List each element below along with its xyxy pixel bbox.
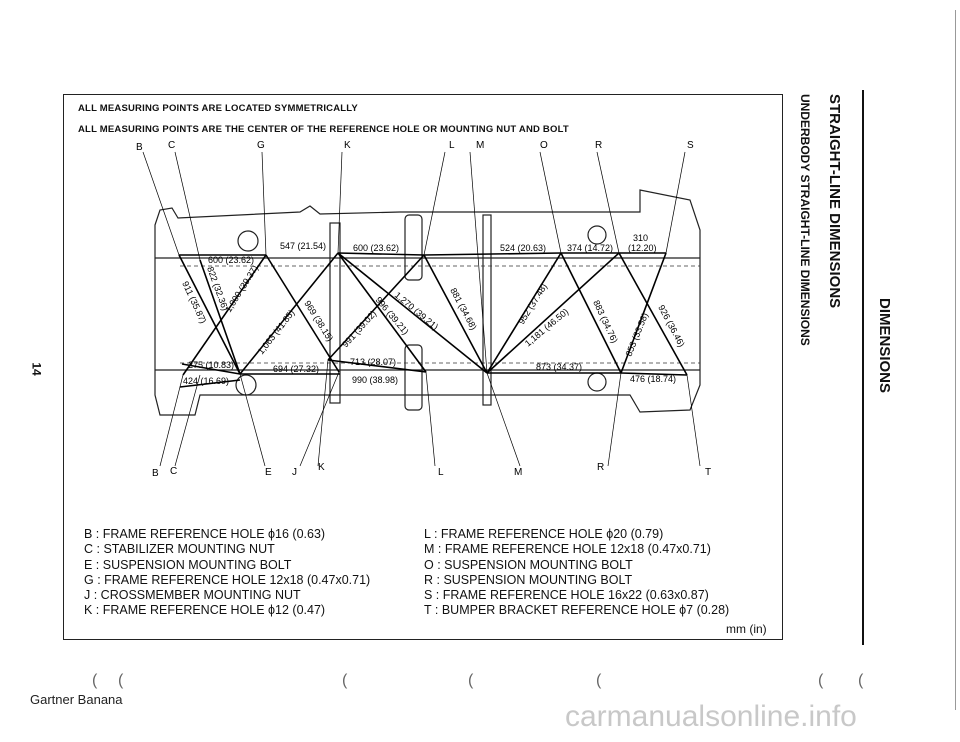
- legend-item: R : SUSPENSION MOUNTING BOLT: [424, 572, 633, 587]
- dimension-label: 275 (10.83): [188, 360, 234, 370]
- legend-item: C : STABILIZER MOUNTING NUT: [84, 542, 275, 557]
- dimension-label: 310: [633, 233, 648, 243]
- dimension-label: 952 (37.48): [516, 282, 549, 326]
- dimension-label: 547 (21.54): [280, 241, 326, 251]
- point-label: M: [514, 467, 522, 478]
- legend-item: B : FRAME REFERENCE HOLE ϕ16 (0.63): [84, 527, 326, 541]
- legend-right: L : FRAME REFERENCE HOLE ϕ20 (0.79) M : …: [424, 527, 729, 619]
- dimension-label: (12.20): [628, 243, 657, 253]
- legend-item: G : FRAME REFERENCE HOLE 12x18 (0.47x0.7…: [84, 572, 371, 587]
- legend-item: S : FRAME REFERENCE HOLE 16x22 (0.63x0.8…: [424, 588, 709, 603]
- point-label: T: [705, 467, 711, 478]
- unit-label: mm (in): [726, 622, 767, 636]
- note-symmetric: ALL MEASURING POINTS ARE LOCATED SYMMETR…: [78, 103, 358, 114]
- dimension-label: 524 (20.63): [500, 243, 546, 253]
- dimension-label: 694 (27.32): [273, 364, 319, 374]
- note-center: ALL MEASURING POINTS ARE THE CENTER OF T…: [78, 124, 569, 135]
- measurement-lines: [178, 252, 688, 388]
- point-label: J: [292, 467, 297, 478]
- dimension-label: 853 (33.58): [624, 311, 651, 357]
- bottom-point-labels: B C E J K L M R T: [152, 462, 711, 479]
- leader-lines: [142, 151, 701, 467]
- footer-text: Gartner Banana: [30, 692, 123, 707]
- point-label: K: [318, 462, 325, 473]
- legend-item: T : BUMPER BRACKET REFERENCE HOLE ϕ7 (0.…: [424, 603, 730, 618]
- point-label: C: [170, 466, 177, 477]
- legend-item: M : FRAME REFERENCE HOLE 12x18 (0.47x0.7…: [424, 542, 711, 557]
- dimension-label: 374 (14.72): [567, 243, 613, 253]
- divider: [955, 10, 956, 710]
- legend-left: B : FRAME REFERENCE HOLE ϕ16 (0.63) C : …: [84, 527, 370, 619]
- dimension-label: 476 (18.74): [630, 374, 676, 384]
- point-label: C: [168, 140, 175, 151]
- legend-item: E : SUSPENSION MOUNTING BOLT: [84, 557, 292, 572]
- dimension-label: 600 (23.62): [208, 255, 254, 265]
- dimension-label: 873 (34.37): [536, 362, 582, 372]
- point-label: M: [476, 140, 484, 151]
- top-point-labels: B C G K L M O R S: [136, 140, 694, 153]
- point-label: S: [687, 140, 694, 151]
- watermark: carmanualsonline.info: [565, 700, 857, 733]
- dimension-label: 991 (39.02): [340, 308, 378, 349]
- point-label: K: [344, 140, 351, 151]
- dimension-label: 424 (16.69): [183, 376, 229, 386]
- point-label: L: [438, 467, 444, 478]
- point-label: B: [136, 142, 143, 153]
- body-outline: [154, 189, 701, 416]
- point-label: B: [152, 468, 159, 479]
- dimension-label: 713 (28.07): [350, 357, 396, 367]
- dimension-label: 1,000 (39.37): [223, 263, 260, 314]
- legend-item: O : SUSPENSION MOUNTING BOLT: [424, 557, 633, 572]
- dimension-label: 926 (36.46): [656, 303, 686, 348]
- point-label: E: [265, 467, 272, 478]
- dimension-label: 600 (23.62): [353, 243, 399, 253]
- point-label: R: [595, 140, 602, 151]
- divider: [862, 90, 864, 645]
- point-label: G: [257, 140, 265, 151]
- point-label: L: [449, 140, 455, 151]
- point-label: R: [597, 462, 604, 473]
- legend-item: J : CROSSMEMBER MOUNTING NUT: [84, 588, 301, 603]
- figure-frame: [63, 94, 783, 640]
- legend-item: K : FRAME REFERENCE HOLE ϕ12 (0.47): [84, 603, 326, 618]
- legend-item: L : FRAME REFERENCE HOLE ϕ20 (0.79): [424, 527, 664, 541]
- dimension-label: 990 (38.98): [352, 375, 398, 385]
- dimension-label: 1,063 (41.85): [256, 308, 297, 356]
- point-label: O: [540, 140, 548, 151]
